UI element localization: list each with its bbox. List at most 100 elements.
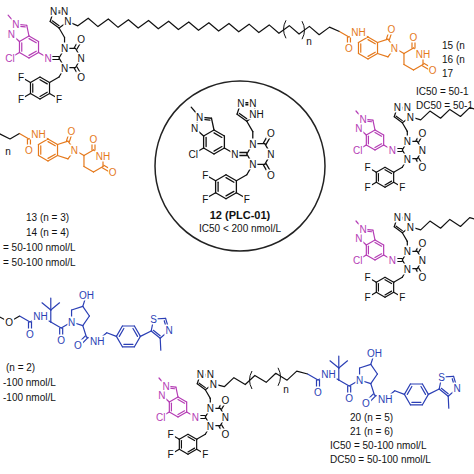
bond-line <box>339 32 349 38</box>
bond-line <box>368 40 375 44</box>
bond-line <box>32 84 33 92</box>
bond-line <box>407 387 412 395</box>
bond-line <box>358 54 368 60</box>
bond-line <box>93 167 103 173</box>
bond-line <box>38 42 39 53</box>
bond-line <box>50 310 51 322</box>
linker-chain <box>68 18 339 35</box>
bond-line <box>448 396 450 408</box>
atom-label: O <box>266 128 276 139</box>
atom-label: N <box>355 375 364 386</box>
bond-line <box>160 338 162 350</box>
bond-line <box>330 361 339 368</box>
atom-label: O <box>25 329 35 340</box>
bond-line <box>366 240 375 245</box>
atom-label: N <box>49 6 58 17</box>
bond-line <box>205 390 210 399</box>
bond-line <box>58 156 68 159</box>
atom-label: N <box>248 97 257 108</box>
atom-label: N <box>195 112 204 123</box>
atom-label: F <box>243 193 251 204</box>
atom-label: Cl <box>352 145 363 156</box>
bond-line <box>134 336 140 346</box>
atom-label: F <box>17 94 25 105</box>
atom-label: O <box>76 33 86 44</box>
bond-line <box>226 178 234 183</box>
bond-line <box>402 123 407 132</box>
atom-label: OH <box>366 348 383 359</box>
bond-line <box>51 303 60 310</box>
atom-label: O <box>344 393 354 404</box>
atom-label: O <box>417 162 427 173</box>
atom-label: F <box>201 449 209 460</box>
bond-line <box>404 394 410 404</box>
bond-line <box>116 326 122 336</box>
bond-line <box>27 25 29 36</box>
bond-line <box>42 303 51 310</box>
atom-label: NH <box>320 369 336 380</box>
atom-label: F <box>398 292 406 303</box>
bond-line <box>366 145 375 150</box>
bond-line <box>181 441 182 449</box>
atom-label: N <box>248 159 257 170</box>
molecule-structure <box>356 107 424 187</box>
atom-label: Cl <box>4 53 15 64</box>
bond-line <box>29 39 36 43</box>
bond-line <box>30 77 40 83</box>
atom-label: N <box>388 145 397 156</box>
bond-line <box>59 28 65 38</box>
bond-line <box>395 391 405 395</box>
bond-line <box>394 227 402 233</box>
atom-label: n <box>4 146 12 157</box>
atom-label: N <box>393 212 402 223</box>
bond-line <box>84 150 94 156</box>
atom-label: O <box>361 398 371 409</box>
bond-line <box>402 233 407 242</box>
atom-label: O <box>417 127 427 138</box>
atom-label: O <box>4 317 14 328</box>
atom-label: N <box>70 145 79 156</box>
bond-line <box>30 94 40 100</box>
atom-label: NH <box>350 26 366 37</box>
bond-line <box>385 291 392 295</box>
atom-label: NH <box>415 48 431 59</box>
bond-line <box>385 280 392 284</box>
atom-label: O <box>313 387 323 398</box>
bond-line <box>48 154 55 158</box>
bond-line <box>226 191 234 196</box>
caption-text: (n = 2) <box>6 362 35 374</box>
bond-line <box>51 322 61 328</box>
bond-line <box>376 172 377 182</box>
bond-line <box>394 117 402 123</box>
atom-label: F <box>55 94 63 105</box>
bond-line <box>366 135 367 145</box>
atom-label: N <box>11 19 20 30</box>
bond-line <box>186 402 187 412</box>
atom-label: F <box>167 429 175 440</box>
bond-line <box>19 36 29 42</box>
bond-line <box>394 167 403 172</box>
bond-line <box>21 43 22 51</box>
caption-text: = 50-100 nmol/L <box>3 257 76 269</box>
bond-line <box>394 277 403 282</box>
bond-line <box>236 181 237 193</box>
atom-label: O <box>89 134 99 145</box>
bond-line <box>29 36 39 42</box>
atom-label: F <box>364 272 372 283</box>
bond-line <box>19 53 29 59</box>
atom-label: NH <box>89 335 105 346</box>
bond-line <box>376 167 385 172</box>
atom-label: NH <box>32 311 48 322</box>
linker-chain <box>213 371 307 387</box>
bond-line <box>366 130 375 135</box>
bond-line <box>339 361 348 368</box>
caption-text: -100 nmol/L <box>3 377 56 389</box>
atom-label: Cl <box>352 255 363 266</box>
atom-label: N <box>390 43 399 54</box>
atom-label: NH <box>95 150 111 161</box>
atom-label: N <box>60 62 69 73</box>
atom-label: Cl <box>188 149 199 160</box>
bond-line <box>50 298 51 310</box>
